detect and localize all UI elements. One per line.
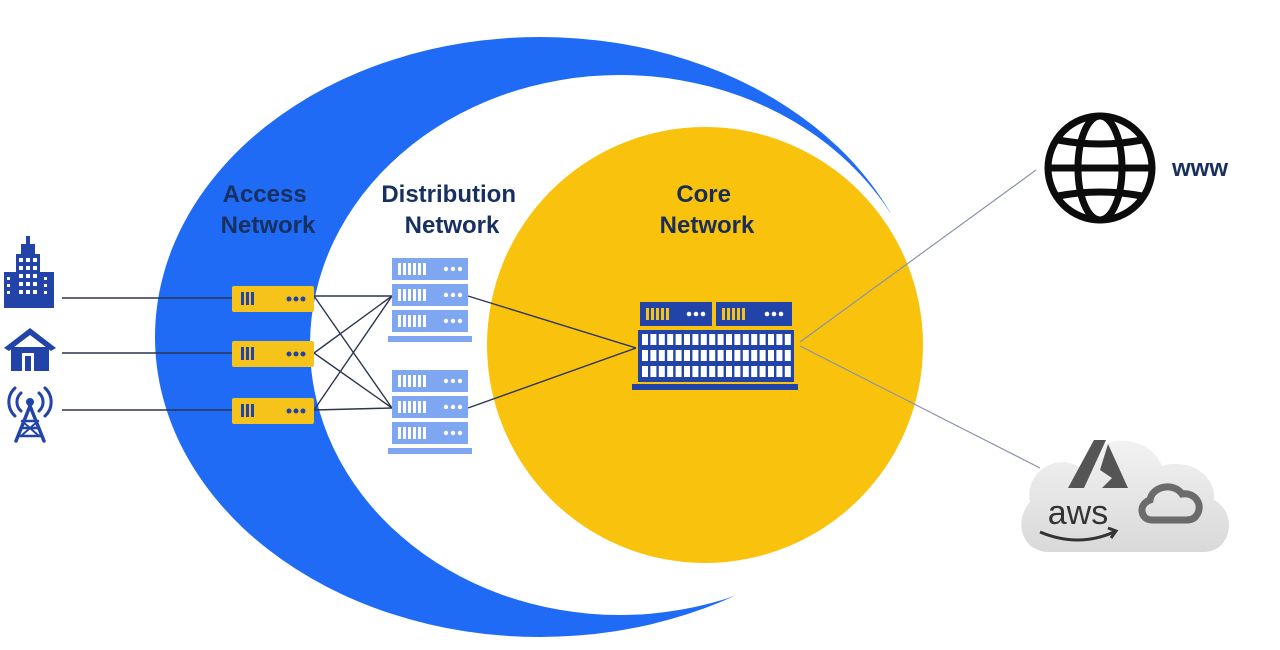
www-label: www [1171, 155, 1228, 182]
core-port-cell [726, 350, 732, 361]
core-port-cell [709, 350, 716, 361]
distribution-server-stack-icon [388, 258, 472, 454]
core-port-cell [768, 366, 774, 377]
aws-label: aws [1048, 494, 1108, 532]
core-port-cell [692, 350, 699, 361]
core-port-cell [734, 366, 741, 377]
cloud-providers-icon [1021, 440, 1229, 552]
core-port-cell [776, 350, 783, 361]
core-port-cell [692, 366, 699, 377]
distribution-server-stack-2 [388, 370, 472, 454]
core-port-cell [734, 334, 741, 345]
core-port-cell [776, 366, 783, 377]
core-port-cell [658, 350, 665, 361]
core-port-cell [642, 366, 648, 377]
link-access2-dist2 [313, 352, 393, 409]
core-port-cell [650, 366, 657, 377]
core-port-cell [759, 366, 766, 377]
link-access3-dist2 [313, 407, 393, 411]
core-port-cell [717, 350, 724, 361]
office-building-icon [4, 236, 54, 308]
link-core-cloud [799, 345, 1041, 469]
core-port-cell [675, 366, 682, 377]
core-port-cell [784, 366, 791, 377]
amazon-smile-icon [1039, 526, 1119, 542]
core-port-cell [675, 334, 682, 345]
google-cloud-icon [1138, 483, 1203, 524]
access-switch-2 [232, 341, 314, 367]
core-port-cell [684, 366, 690, 377]
core-port-cell [784, 334, 791, 345]
core-router-icon [632, 302, 798, 390]
core-port-cell [768, 334, 774, 345]
azure-logo-icon [1068, 440, 1128, 488]
core-network-label: Core Network [660, 181, 755, 239]
access-switch-3 [232, 398, 314, 424]
core-port-cell [784, 350, 791, 361]
core-port-cell [776, 334, 783, 345]
core-port-cell [684, 334, 690, 345]
core-port-cell [751, 334, 758, 345]
core-port-cell [667, 350, 674, 361]
core-port-cell [751, 366, 758, 377]
core-port-cell [726, 366, 732, 377]
core-port-cell [642, 350, 648, 361]
core-port-cell [709, 334, 716, 345]
core-port-cell [650, 334, 657, 345]
house-icon [4, 328, 56, 371]
core-port-cell [642, 334, 648, 345]
access-switch-1 [232, 286, 314, 312]
connection-lines [62, 295, 637, 411]
link-dist1-core [467, 295, 637, 349]
core-port-cell [667, 366, 674, 377]
link-access3-dist1 [313, 295, 393, 411]
link-dist2-core [467, 347, 637, 409]
link-access2-dist1 [313, 295, 393, 354]
access-switch-icon [232, 286, 314, 424]
core-port-cell [742, 350, 749, 361]
link-core-internet [799, 169, 1037, 343]
core-port-cell [700, 366, 707, 377]
core-port-cell [658, 366, 665, 377]
core-port-cell [759, 334, 766, 345]
core-port-cell [675, 350, 682, 361]
core-port-cell [751, 350, 758, 361]
access-network-label: Access Network [221, 181, 316, 239]
cell-tower-icon [7, 386, 53, 443]
core-port-cell [700, 350, 707, 361]
distribution-network-label: Distribution Network [381, 181, 522, 239]
core-port-cell [684, 350, 690, 361]
core-port-cell [700, 334, 707, 345]
core-port-cell [734, 350, 741, 361]
core-port-cell [742, 366, 749, 377]
core-port-cell [742, 334, 749, 345]
core-port-cell [717, 334, 724, 345]
core-port-cell [650, 350, 657, 361]
globe-icon [1044, 112, 1156, 224]
core-port-cell [709, 366, 716, 377]
core-port-cell [759, 350, 766, 361]
core-port-cell [768, 350, 774, 361]
core-port-cell [726, 334, 732, 345]
core-port-cell [692, 334, 699, 345]
core-port-cell [667, 334, 674, 345]
distribution-server-stack-1 [388, 258, 472, 342]
core-port-cell [717, 366, 724, 377]
core-port-cell [658, 334, 665, 345]
